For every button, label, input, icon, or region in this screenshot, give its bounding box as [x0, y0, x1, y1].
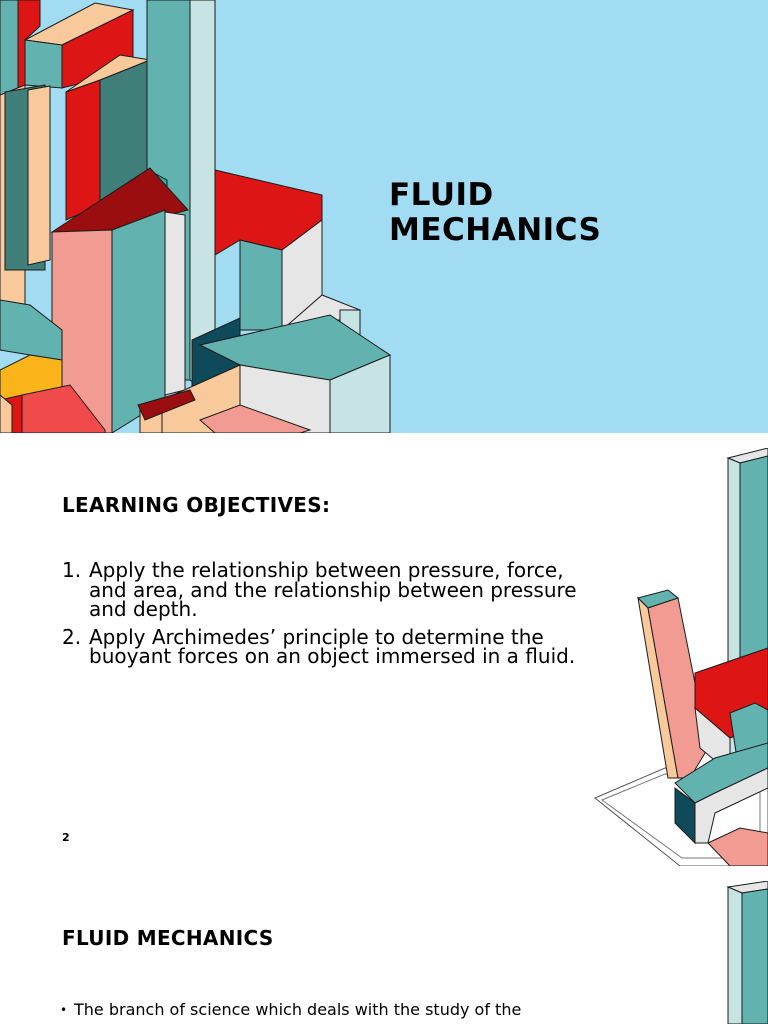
definition-slide: FLUID MECHANICS • The branch of science … [0, 866, 768, 1024]
bullet-text: The branch of science which deals with t… [74, 1000, 522, 1019]
list-item-number: 2. [62, 624, 82, 649]
section-heading: FLUID MECHANICS [62, 926, 274, 950]
list-item: 1. Apply the relationship between pressu… [62, 558, 582, 621]
isometric-blocks-illustration [0, 0, 392, 433]
list-item-text: Apply Archimedes’ principle to determine… [89, 624, 576, 668]
list-item-text: Apply the relationship between pressure,… [89, 558, 577, 621]
isometric-blocks-illustration [594, 448, 768, 866]
title-slide: FLUID MECHANICS [0, 0, 768, 433]
objectives-slide: LEARNING OBJECTIVES: 1. Apply the relati… [0, 433, 768, 866]
bullet-marker: • [60, 1003, 68, 1017]
isometric-blocks-illustration [726, 881, 768, 1024]
objectives-heading: LEARNING OBJECTIVES: [62, 493, 331, 517]
list-item-number: 1. [62, 558, 82, 582]
objectives-list: 1. Apply the relationship between pressu… [62, 558, 582, 675]
slide-title: FLUID MECHANICS [389, 177, 602, 248]
list-item: 2. Apply Archimedes’ principle to determ… [62, 624, 582, 668]
bullet-point: • The branch of science which deals with… [60, 1000, 560, 1020]
page-number: 2 [62, 831, 70, 844]
